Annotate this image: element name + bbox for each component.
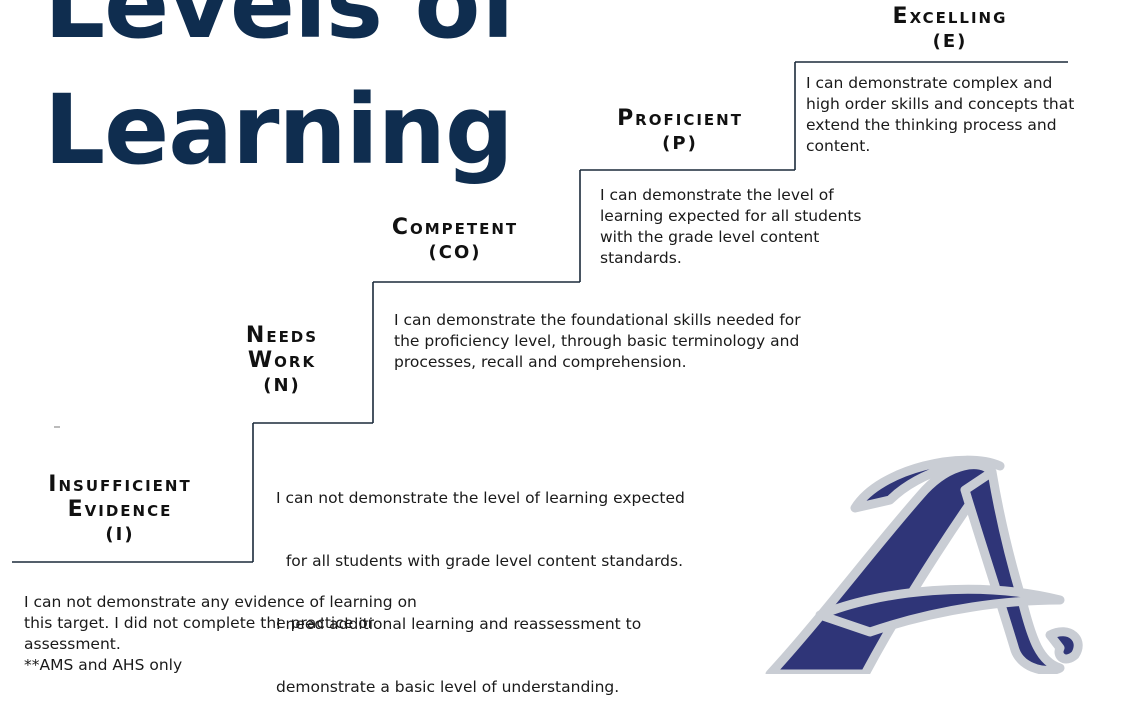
description-line: I need additional learning and reassessm… [276,615,642,633]
letter-a-logo-icon [765,455,1083,674]
description-line: assessment. [24,635,121,653]
description-line: this target. I did not complete the prac… [24,614,375,632]
level-name: Excelling [892,4,1008,29]
level-code: (CO) [428,242,482,263]
description-line: learning expected for all students [600,207,862,225]
level-name: Needs [245,323,319,348]
level-name: Competent [391,215,519,240]
description-line: high order skills and concepts that [806,95,1075,113]
description-line: standards. [600,249,682,267]
description-excelling: I can demonstrate complex and high order… [806,73,1074,157]
level-competent: Competent (CO) [340,215,570,265]
level-code: (N) [263,375,301,396]
staircase-lines [12,61,1068,563]
level-name: Proficient [617,106,743,131]
level-proficient: Proficient (P) [570,106,790,156]
description-line: with the grade level content [600,228,820,246]
description-line: content. [806,137,871,155]
description-competent: I can demonstrate the foundational skill… [394,310,801,373]
level-insufficient-evidence: Insufficient Evidence (I) [5,472,235,547]
level-name-line-2: Evidence [67,497,173,522]
title-line-2: Learning [44,74,514,186]
description-line: for all students with grade level conten… [276,552,684,570]
level-excelling: Excelling (E) [840,4,1060,54]
description-line: processes, recall and comprehension. [394,353,687,371]
level-code: (E) [932,31,968,52]
description-line: I can not demonstrate any evidence of le… [24,593,417,611]
description-needs-work: I can not demonstrate the level of learn… [276,446,685,719]
description-line: demonstrate a basic level of understandi… [276,678,620,696]
level-needs-work: Needs Work (N) [212,323,352,398]
description-line: extend the thinking process and [806,116,1057,134]
level-code: (P) [662,133,698,154]
description-line: I can not demonstrate the level of learn… [276,489,685,507]
title-line-1: Levels of [44,0,521,60]
description-line: I can demonstrate complex and [806,74,1053,92]
level-name: Insufficient [48,472,192,497]
level-name-line-2: Work [247,348,317,373]
description-line: I can demonstrate the foundational skill… [394,311,801,329]
description-line: the proficiency level, through basic ter… [394,332,800,350]
description-line: I can demonstrate the level of [600,186,834,204]
description-proficient: I can demonstrate the level of learning … [600,185,861,269]
description-line: **AMS and AHS only [24,656,183,674]
level-code: (I) [105,524,135,545]
description-insufficient-evidence: I can not demonstrate any evidence of le… [24,592,417,676]
